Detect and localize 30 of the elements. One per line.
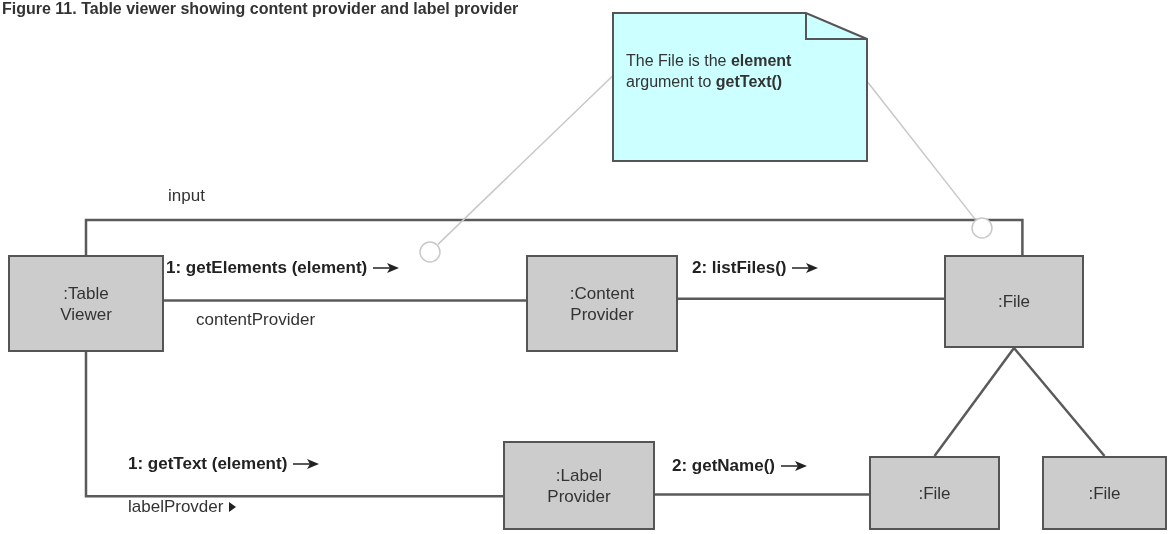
- note-text: The File is the element argument to getText(): [626, 51, 793, 92]
- edge-label: 2: getName(): [672, 456, 775, 476]
- connector-line: [84, 218, 1024, 255]
- object-name: :Content Provider: [568, 282, 636, 325]
- connector-line: [678, 297, 944, 300]
- edge-label: 1: getText (element): [128, 454, 288, 474]
- edge-label: 2: listFiles(): [692, 258, 787, 278]
- edge-label: input: [168, 186, 205, 206]
- connector-line: [933, 347, 1015, 457]
- object-name: :File: [918, 482, 951, 504]
- connector-line: [1013, 347, 1106, 457]
- leader-line: [867, 81, 976, 221]
- object-box: [944, 255, 1084, 348]
- object-box: [1042, 456, 1167, 530]
- object-name: :Table Viewer: [59, 282, 113, 325]
- object-box: [503, 441, 655, 530]
- object-box: [8, 255, 164, 352]
- object-name: :File: [1088, 482, 1121, 504]
- leader-line: [437, 75, 613, 246]
- connector-line: [655, 493, 869, 496]
- object-box: [526, 255, 678, 352]
- role-label: labelProvder: [128, 497, 224, 517]
- figure-title: Figure 11. Table viewer showing content provider and label provider: [2, 0, 519, 18]
- connector-line: [164, 299, 526, 302]
- object-name: :File: [997, 291, 1031, 312]
- object-name: :Label Provider: [546, 464, 612, 507]
- edge-label: 1: getElements (element): [166, 258, 368, 278]
- connector-line: [84, 352, 503, 498]
- role-label: contentProvider: [196, 310, 316, 330]
- object-box: [869, 456, 1000, 530]
